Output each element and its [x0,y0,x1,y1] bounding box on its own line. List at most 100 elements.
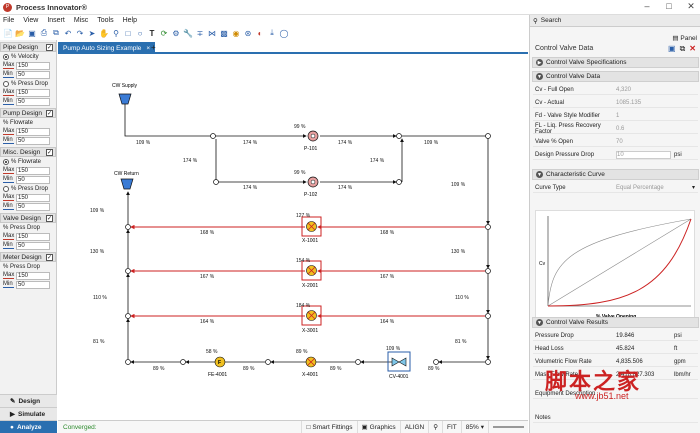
valve-design-header[interactable]: Valve Design ✓ [0,213,56,223]
menu-view[interactable]: View [23,17,39,24]
valve-min[interactable]: 50 [16,241,50,250]
pump-p102[interactable]: P-102 [304,176,319,198]
delete-icon[interactable]: ✕ [689,44,696,53]
velocity-radio[interactable] [3,53,9,60]
pan-hand-icon[interactable]: ✋ [99,28,109,38]
misc-design-header[interactable]: Misc. Design ✓ [0,147,56,157]
tab-pump-auto-sizing[interactable]: Pump Auto Sizing Example × [58,42,156,54]
control-valve-cv4001[interactable]: CV-4001 [387,351,411,380]
copy-icon[interactable]: ⧉ [679,44,686,53]
pump-p101[interactable]: P-101 [304,130,319,152]
meter-design-checkbox[interactable]: ✓ [46,253,53,261]
circle-icon[interactable]: ○ [137,28,143,38]
open-folder-icon[interactable]: 📂 [15,28,25,38]
valve-x1001[interactable]: X-1001 [301,216,322,244]
new-file-icon[interactable]: 📄 [3,28,13,38]
menu-tools[interactable]: Tools [97,17,114,24]
close-tab-icon[interactable]: × [146,44,151,52]
refresh-icon[interactable]: ⟳ [160,28,168,38]
flow-diagram-canvas[interactable]: CW Supply CW Return P-101 P-102 [58,54,528,420]
save-icon[interactable]: ▣ [668,44,676,53]
smart-fittings-toggle[interactable]: □Smart Fittings [301,420,356,433]
graphics-toggle[interactable]: ▣Graphics [356,420,400,433]
zoom-tool[interactable]: ⚲ [428,420,442,433]
valve-x4001[interactable]: X-4001 [302,356,318,378]
rectangle-icon[interactable]: □ [125,28,131,38]
misc-design-checkbox[interactable]: ✓ [46,148,53,156]
misc-pd-max[interactable]: 150 [16,193,50,202]
redo-icon[interactable]: ↷ [76,28,84,38]
tab-design[interactable]: ✎Design [0,394,57,407]
pointer-icon[interactable]: ➤ [88,28,96,38]
valve-design-checkbox[interactable]: ✓ [46,214,53,222]
equipment-description-label[interactable]: Equipment Description [533,389,698,399]
section-valve-data[interactable]: ▼ Control Valve Data [532,71,699,82]
flow-diagram[interactable]: CW Supply CW Return P-101 P-102 [58,54,528,420]
notes-label[interactable]: Notes [533,413,698,423]
split-tool-icon[interactable]: ⤓ [270,28,274,37]
menu-insert[interactable]: Insert [47,17,65,24]
close-icon[interactable]: ✕ [687,1,695,11]
cw-supply-tank[interactable]: CW Supply [112,83,138,105]
node-tool-icon[interactable]: ◯ [279,28,289,38]
menu-file[interactable]: File [3,17,15,24]
save-icon[interactable]: ▣ [28,28,36,38]
panel-toggle[interactable]: ▤ Panel [672,35,697,42]
section-valve-results[interactable]: ▼ Control Valve Results [532,317,699,328]
curve-type-row[interactable]: Curve Type Equal Percentage ▾ [533,183,698,193]
section-valve-specifications[interactable]: ▶ Control Valve Specifications [532,57,699,68]
valve-x3001[interactable]: X-3001 [301,305,322,334]
print-icon[interactable]: ⎙ [40,28,48,37]
meter-min[interactable]: 50 [16,280,50,289]
zoom-slider[interactable] [488,420,528,433]
section-characteristic-curve[interactable]: ▼ Characteristic Curve [532,169,699,180]
align-button[interactable]: ALIGN [399,420,429,433]
copy-icon[interactable]: ⧉ [53,28,59,37]
undo-icon[interactable]: ↶ [64,28,72,38]
tab-simulate[interactable]: ▶Simulate [0,407,57,420]
pipe-pd-max[interactable]: 150 [16,88,50,97]
pipe-supply[interactable] [124,104,213,137]
valve-tool-icon[interactable]: ⋈ [208,28,216,38]
meter-design-header[interactable]: Meter Design ✓ [0,252,56,262]
menu-help[interactable]: Help [122,17,137,24]
menu-misc[interactable]: Misc [73,17,89,24]
misc-flowrate-radio[interactable] [3,158,9,165]
pipe-suction-2[interactable] [215,139,307,184]
pipe-design-checkbox[interactable]: ✓ [46,43,53,51]
pipe-tool-icon[interactable]: ∓ [196,28,204,38]
pump-design-checkbox[interactable]: ✓ [46,109,53,117]
meter-max[interactable]: 150 [16,271,50,280]
misc-flow-min[interactable]: 50 [16,175,50,184]
pipe-velocity-min[interactable]: 50 [16,70,50,79]
search-bar[interactable]: ⚲ Search [530,15,700,27]
maximize-icon[interactable]: □ [666,1,672,11]
pump-max[interactable]: 150 [16,127,50,136]
curve-type-select[interactable]: Equal Percentage [616,184,664,191]
pipe-pd-min[interactable]: 50 [16,97,50,106]
pipe-design-header[interactable]: Pipe Design ✓ [0,42,56,52]
misc-pd-min[interactable]: 50 [16,202,50,211]
valve-x2001[interactable]: X-2001 [301,260,322,289]
valve-max[interactable]: 150 [16,232,50,241]
pump-design-header[interactable]: Pump Design ✓ [0,108,56,118]
exchanger-tool-icon[interactable]: ◐ [257,28,263,38]
misc-pd-radio[interactable] [3,185,9,192]
pipe-velocity-max[interactable]: 150 [16,61,50,70]
flow-element-fe4001[interactable]: F FE-4001 [208,356,227,378]
press-drop-radio[interactable] [3,80,9,87]
pipe-header[interactable] [402,135,490,225]
wrench-icon[interactable]: 🔧 [183,28,193,38]
pump-tool-icon[interactable]: ⚙ [172,28,180,38]
meter-tool-icon[interactable]: ◉ [232,28,240,38]
minimize-icon[interactable]: – [644,1,650,11]
zoom-level[interactable]: 85%▾ [460,420,488,433]
